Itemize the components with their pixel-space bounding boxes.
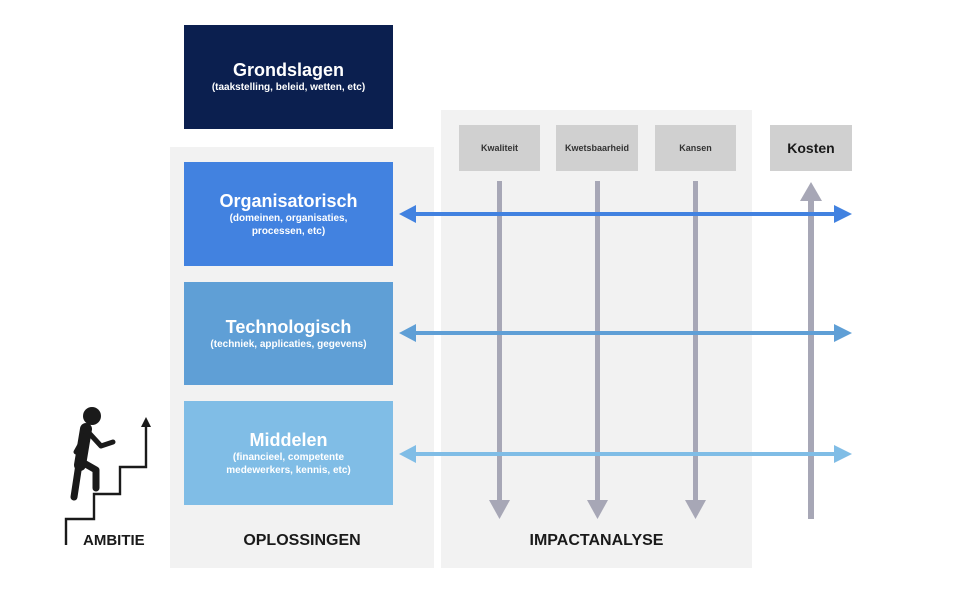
kansen-down-arrow [685, 181, 706, 519]
kosten-header: Kosten [770, 125, 852, 171]
kosten-up-arrow [800, 182, 822, 519]
kwaliteit-down-arrow [489, 181, 510, 519]
technologisch-double-arrow [399, 324, 852, 342]
kwetsbaarheid-header: Kwetsbaarheid [556, 125, 638, 171]
middelen-double-arrow [399, 445, 852, 463]
technologisch-subtitle-line-1: (techniek, applicaties, gegevens) [210, 338, 367, 350]
stairs-icon [64, 417, 151, 545]
kwetsbaarheid-down-arrow [587, 181, 608, 519]
middelen-subtitle-line-2: medewerkers, kennis, etc) [226, 464, 351, 476]
organisatorisch-box: Organisatorisch (domeinen, organisaties,… [184, 162, 393, 266]
impactanalyse-label: IMPACTANALYSE [529, 532, 664, 549]
organisatorisch-subtitle-line-1: (domeinen, organisaties, [229, 212, 348, 224]
technologisch-box: Technologisch (techniek, applicaties, ge… [184, 282, 393, 385]
kansen-header: Kansen [655, 125, 736, 171]
technologisch-title: Technologisch [225, 316, 352, 337]
middelen-box: Middelen (financieel, competente medewer… [184, 401, 393, 505]
middelen-title: Middelen [249, 429, 328, 450]
organisatorisch-subtitle-line-2: processen, etc) [251, 225, 326, 237]
ambitie-label: AMBITIE [83, 532, 145, 549]
middelen-subtitle-line-1: (financieel, competente [232, 451, 345, 463]
grondslagen-title: Grondslagen [232, 60, 344, 80]
kwaliteit-header: Kwaliteit [459, 125, 540, 171]
organisatorisch-title: Organisatorisch [219, 190, 358, 211]
organisatorisch-double-arrow [399, 205, 852, 223]
grondslagen-box: Grondslagen (taakstelling, beleid, wette… [184, 25, 393, 129]
oplossingen-label: OPLOSSINGEN [243, 532, 361, 549]
person-climbing-icon [70, 407, 116, 501]
grondslagen-subtitle: (taakstelling, beleid, wetten, etc) [211, 82, 366, 93]
